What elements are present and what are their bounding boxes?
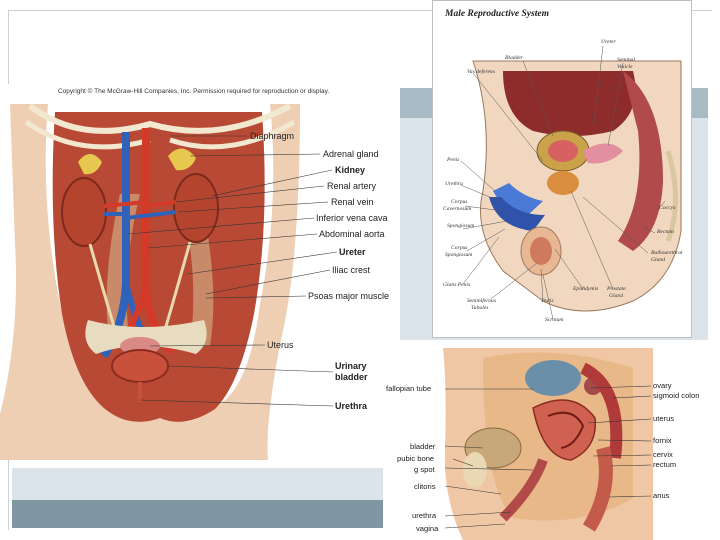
female-reproductive-illustration — [443, 348, 653, 540]
label-seminiferous: Seminiferous — [467, 298, 497, 304]
label-cervix: cervix — [653, 450, 673, 459]
label-testis: Testis — [541, 298, 554, 304]
label-ureter: Ureter — [339, 247, 366, 257]
label-spermatic: Spongiosum — [447, 223, 475, 229]
urinary-system-figure: Copyright © The McGraw-Hill Companies, I… — [0, 84, 400, 460]
label-ureter: Ureter — [601, 39, 616, 45]
label-spongiosum: Spongiosum — [445, 252, 473, 258]
label-seminal: Seminal — [617, 57, 636, 63]
label-ovary: ovary — [653, 381, 672, 390]
label-uterus: Uterus — [267, 340, 294, 350]
label-bulbourethral: Bulbourethral — [651, 250, 683, 256]
label-cavernosum: Cavernosum — [443, 206, 472, 212]
label-vagina: vagina — [416, 524, 439, 533]
male-reproductive-illustration — [460, 45, 682, 320]
label-gland: Gland — [651, 257, 665, 263]
female-reproductive-figure: fallopian tube ovary sigmoid colon uteru… — [383, 348, 720, 540]
urinary-illustration — [0, 103, 338, 460]
label-corpus: Corpus — [451, 199, 468, 205]
accent-band-bottom-light — [12, 468, 390, 500]
label-fornix: fornix — [653, 436, 672, 445]
label-pubic-bone: pubic bone — [397, 454, 435, 463]
label-urethra: Urethra — [445, 181, 463, 187]
label-glans-penis: Glans Penis — [443, 282, 471, 288]
label-kidney: Kidney — [335, 165, 366, 175]
label-corpus-2: Corpus — [451, 245, 468, 251]
label-bladder: bladder — [335, 372, 368, 382]
label-bladder: Bladder — [505, 55, 524, 61]
label-psoas-major-muscle: Psoas major muscle — [308, 291, 390, 301]
label-bladder: bladder — [410, 442, 436, 451]
figure-title: Male Reproductive System — [445, 9, 549, 19]
label-penis: Penis — [447, 157, 460, 163]
label-epididymis: Epididymis — [573, 286, 599, 292]
label-clitoris: clitoris — [414, 482, 436, 491]
label-rectum: rectum — [653, 460, 677, 469]
label-prostate-gland: Gland — [609, 293, 623, 299]
label-abdominal-aorta: Abdominal aorta — [319, 229, 385, 239]
label-fallopian-tube: fallopian tube — [386, 384, 432, 393]
accent-band-bottom-dark — [12, 500, 390, 528]
copyright-notice: Copyright © The McGraw-Hill Companies, I… — [58, 88, 330, 95]
label-uterus: uterus — [653, 414, 675, 423]
label-urinary: Urinary — [335, 361, 367, 371]
label-scrotum: Scrotum — [545, 317, 564, 323]
label-inferior-vena-cava: Inferior vena cava — [316, 213, 388, 223]
frame-line-top — [8, 10, 712, 11]
label-renal-artery: Renal artery — [327, 181, 377, 191]
label-tubules: Tubules — [471, 305, 489, 311]
label-anus: anus — [653, 491, 670, 500]
label-sigmoid-colon: sigmoid colon — [653, 391, 700, 400]
label-diaphragm: Diaphragm — [250, 131, 295, 141]
label-adrenal-gland: Adrenal gland — [323, 149, 379, 159]
label-iliac-crest: Iliac crest — [332, 265, 371, 275]
label-rectum: Rectum — [657, 229, 674, 235]
label-renal-vein: Renal vein — [331, 197, 374, 207]
label-coccyx: Coccyx — [659, 205, 676, 211]
label-urethra: Urethra — [335, 401, 368, 411]
label-g-spot: g spot — [414, 465, 435, 474]
label-urethra: urethra — [412, 511, 437, 520]
label-prostate: Prostate — [607, 286, 626, 292]
male-reproductive-figure: Male Reproductive System — [432, 0, 692, 338]
label-vesicle: Vesicle — [617, 64, 633, 70]
label-vas-deferens: Vas deferens — [467, 69, 495, 75]
